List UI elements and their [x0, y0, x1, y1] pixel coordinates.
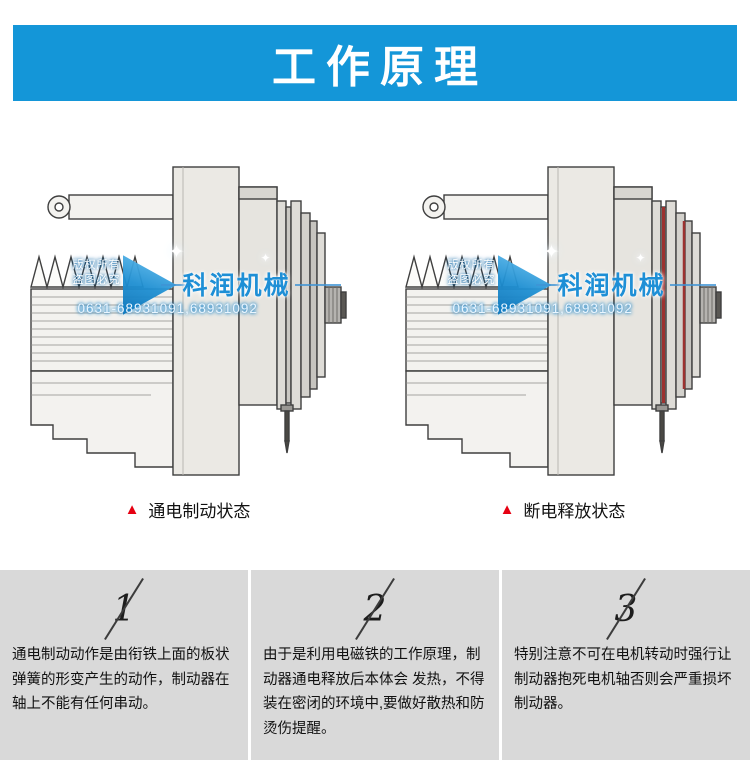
- brake-diagram-energized-svg: [29, 166, 347, 476]
- note-text-3: 特别注意不可在电机转动时强行让制动器抱死电机轴否则会严重损坏制动器。: [514, 647, 732, 713]
- page-title: 工作原理: [272, 43, 488, 92]
- brake-diagram-released-svg: [404, 166, 722, 476]
- slash-decoration: [606, 577, 646, 641]
- note-text-1: 通电制动动作是由衔铁上面的板状弹簧的形变产生的动作，制动器在轴上不能有任何串动。: [12, 647, 230, 713]
- diagram-caption-released: ▲ 断电释放状态: [500, 497, 626, 522]
- brake-diagram-released: 版权所有 盗图必究 ✦ ✦ 科润机械 0631-68931091,6893109…: [398, 161, 728, 481]
- note-card-1: 1 通电制动动作是由衔铁上面的板状弹簧的形变产生的动作，制动器在轴上不能有任何串…: [0, 570, 248, 760]
- note-card-3: 3 特别注意不可在电机转动时强行让制动器抱死电机轴否则会严重损坏制动器。: [502, 570, 750, 760]
- slash-decoration: [355, 577, 395, 641]
- diagram-col-energized: 版权所有 盗图必究 ✦ ✦ 科润机械 0631-68931091,6893109…: [0, 161, 375, 522]
- note-number-3: 3: [514, 577, 738, 641]
- slash-decoration: [104, 577, 144, 641]
- red-triangle-icon: ▲: [499, 501, 515, 518]
- note-number-1: 1: [12, 577, 236, 641]
- note-number-2: 2: [263, 577, 487, 641]
- red-triangle-icon: ▲: [124, 501, 140, 518]
- diagram-col-released: 版权所有 盗图必究 ✦ ✦ 科润机械 0631-68931091,6893109…: [375, 161, 750, 522]
- caption-text: 断电释放状态: [523, 502, 626, 521]
- note-text-2: 由于是利用电磁铁的工作原理，制动器通电释放后本体会 发热，不得装在密闭的环境中,…: [263, 647, 485, 737]
- brake-diagram-energized: 版权所有 盗图必究 ✦ ✦ 科润机械 0631-68931091,6893109…: [23, 161, 353, 481]
- notes-panel: 1 通电制动动作是由衔铁上面的板状弹簧的形变产生的动作，制动器在轴上不能有任何串…: [0, 570, 750, 760]
- diagram-row: 版权所有 盗图必究 ✦ ✦ 科润机械 0631-68931091,6893109…: [0, 161, 750, 522]
- caption-text: 通电制动状态: [148, 502, 251, 521]
- note-card-2: 2 由于是利用电磁铁的工作原理，制动器通电释放后本体会 发热，不得装在密闭的环境…: [251, 570, 499, 760]
- header-banner: 工作原理: [13, 25, 737, 101]
- diagram-caption-energized: ▲ 通电制动状态: [125, 497, 251, 522]
